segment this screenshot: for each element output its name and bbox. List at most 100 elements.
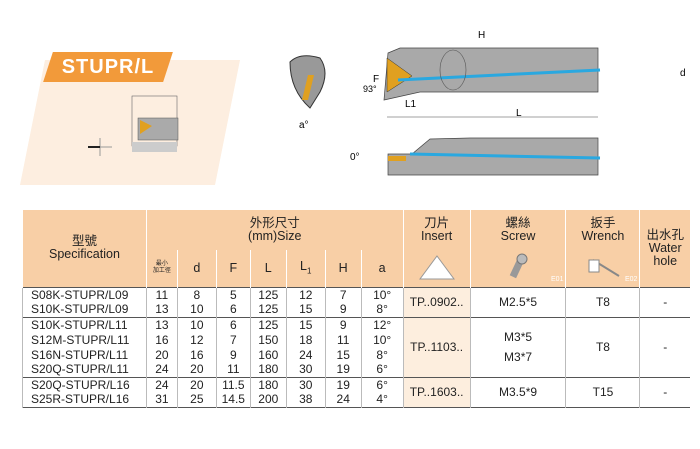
- cell: 13: [145, 316, 178, 332]
- cell: 10: [176, 316, 217, 332]
- cell: 19: [324, 376, 362, 392]
- cell: 12°: [360, 316, 404, 332]
- cell: 6: [215, 302, 251, 317]
- cell: 5: [215, 286, 251, 302]
- spec-cell: S08K-STUPR/L09: [22, 286, 147, 302]
- label-angle: 93°: [363, 84, 377, 94]
- label-d: d: [680, 68, 686, 79]
- header-F: F: [215, 250, 251, 287]
- cell: 11.5: [215, 376, 251, 392]
- spec-cell: S10K-STUPR/L11: [22, 316, 147, 332]
- water-cell: -: [639, 286, 690, 317]
- header-d: d: [176, 250, 217, 287]
- cell: 180: [249, 362, 287, 377]
- header-L1: L1: [285, 250, 326, 287]
- cell: 19: [324, 362, 362, 377]
- screw-value: M3*7: [504, 350, 533, 364]
- screw-value: M3*5: [504, 330, 533, 344]
- wrench-icon: E02: [565, 250, 640, 287]
- label-zero: 0°: [350, 152, 360, 163]
- cell: 11: [324, 332, 362, 347]
- cell: 9: [215, 347, 251, 362]
- cell: 11: [215, 362, 251, 377]
- spec-cell: S12M-STUPR/L11: [22, 332, 147, 347]
- cell: 24: [145, 362, 178, 377]
- spec-cell: S20Q-STUPR/L11: [22, 362, 147, 377]
- cell: 12: [176, 332, 217, 347]
- screw-value: M3.5*9: [499, 385, 538, 399]
- cell: 150: [249, 332, 287, 347]
- tool-drawing: a° H d F 93° L1 L 0°: [289, 30, 686, 176]
- cell: 9: [324, 316, 362, 332]
- cell: 24: [285, 347, 326, 362]
- spec-cell: S20Q-STUPR/L16: [22, 376, 147, 392]
- cell: 7: [215, 332, 251, 347]
- cell: 180: [249, 376, 287, 392]
- cell: 6°: [360, 362, 404, 377]
- header-size: 外形尺寸(mm)Size: [145, 210, 404, 250]
- cell: 10°: [360, 332, 404, 347]
- label-a: a°: [299, 120, 309, 131]
- cell: 18: [285, 332, 326, 347]
- screw-cell: M3.5*9: [469, 376, 566, 407]
- insert-cell: TP..0902..: [402, 286, 471, 317]
- label-H: H: [478, 30, 485, 41]
- wrench-cell: T15: [565, 376, 640, 407]
- header-H: H: [324, 250, 362, 287]
- cell: 24: [324, 392, 362, 407]
- cell: 20: [176, 362, 217, 377]
- cell: 125: [249, 286, 287, 302]
- wrench-cell: T8: [565, 316, 640, 377]
- spec-cell: S25R-STUPR/L16: [22, 392, 147, 407]
- cell: 30: [285, 376, 326, 392]
- cell: 200: [249, 392, 287, 407]
- cell: 9: [324, 302, 362, 317]
- header-L: L: [249, 250, 287, 287]
- wrench-cell: T8: [565, 286, 640, 317]
- cell: 13: [145, 302, 178, 317]
- cell: 15: [285, 316, 326, 332]
- illustration-panel: [20, 60, 240, 185]
- cell: 125: [249, 316, 287, 332]
- label-L1: L1: [405, 99, 417, 110]
- spec-cell: S10K-STUPR/L09: [22, 302, 147, 317]
- cell: 30: [285, 362, 326, 377]
- cell: 8°: [360, 302, 404, 317]
- title: STUPR/L: [61, 56, 155, 78]
- cell: 15: [324, 347, 362, 362]
- cell: 16: [145, 332, 178, 347]
- cell: 16: [176, 347, 217, 362]
- water-cell: -: [639, 376, 690, 407]
- cell: 160: [249, 347, 287, 362]
- label-L: L: [516, 108, 522, 119]
- screw-icon: E01: [469, 250, 566, 287]
- cell: 8: [176, 286, 217, 302]
- title-badge: STUPR/L: [43, 52, 173, 82]
- cell: 15: [285, 302, 326, 317]
- cell: 20: [176, 376, 217, 392]
- insert-cell: TP..1603..: [402, 376, 471, 407]
- cell: 8°: [360, 347, 404, 362]
- cell: 20: [145, 347, 178, 362]
- cell: 4°: [360, 392, 404, 407]
- screw-cell: M2.5*5: [469, 286, 566, 317]
- cell: 7: [324, 286, 362, 302]
- cell: 6: [215, 316, 251, 332]
- insert-icon: [402, 250, 471, 287]
- cell: 10°: [360, 286, 404, 302]
- cell: 11: [145, 286, 178, 302]
